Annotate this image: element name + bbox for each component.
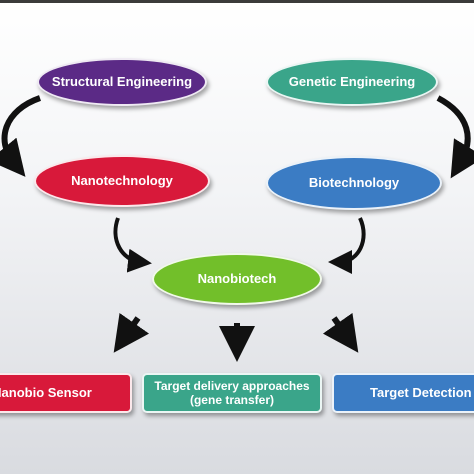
node-nanobiotech-label: Nanobiotech	[197, 271, 277, 287]
node-nanotechnology-label: Nanotechnology	[71, 173, 173, 189]
node-target-detection: Target Detection	[332, 373, 474, 413]
node-nanobio-sensor: Nanobio Sensor	[0, 373, 132, 413]
node-structural-engineering-label: Structural Engineering	[51, 74, 193, 90]
node-biotechnology: Biotechnology	[266, 156, 442, 210]
node-target-detection-label: Target Detection	[370, 385, 472, 401]
top-border-line	[0, 0, 474, 3]
arrow-nanobio-to-detection	[322, 312, 359, 353]
arrow-nanobio-to-sensor	[113, 312, 150, 353]
node-genetic-engineering: Genetic Engineering	[266, 58, 438, 106]
node-biotechnology-label: Biotechnology	[308, 175, 400, 191]
arrow-structural-to-nano	[0, 95, 42, 177]
node-structural-engineering: Structural Engineering	[37, 58, 207, 106]
node-nanobio-sensor-label: Nanobio Sensor	[0, 385, 92, 401]
arrow-genetic-to-bio	[436, 95, 474, 179]
node-target-delivery-label: Target delivery approaches (gene transfe…	[154, 378, 310, 407]
node-nanobiotech: Nanobiotech	[152, 253, 322, 305]
node-genetic-engineering-label: Genetic Engineering	[288, 74, 416, 90]
arrow-nano-to-nanobio	[113, 217, 152, 273]
arrow-bio-to-nanobio	[328, 217, 366, 274]
node-nanotechnology: Nanotechnology	[34, 155, 210, 207]
node-target-delivery: Target delivery approaches (gene transfe…	[142, 373, 322, 413]
